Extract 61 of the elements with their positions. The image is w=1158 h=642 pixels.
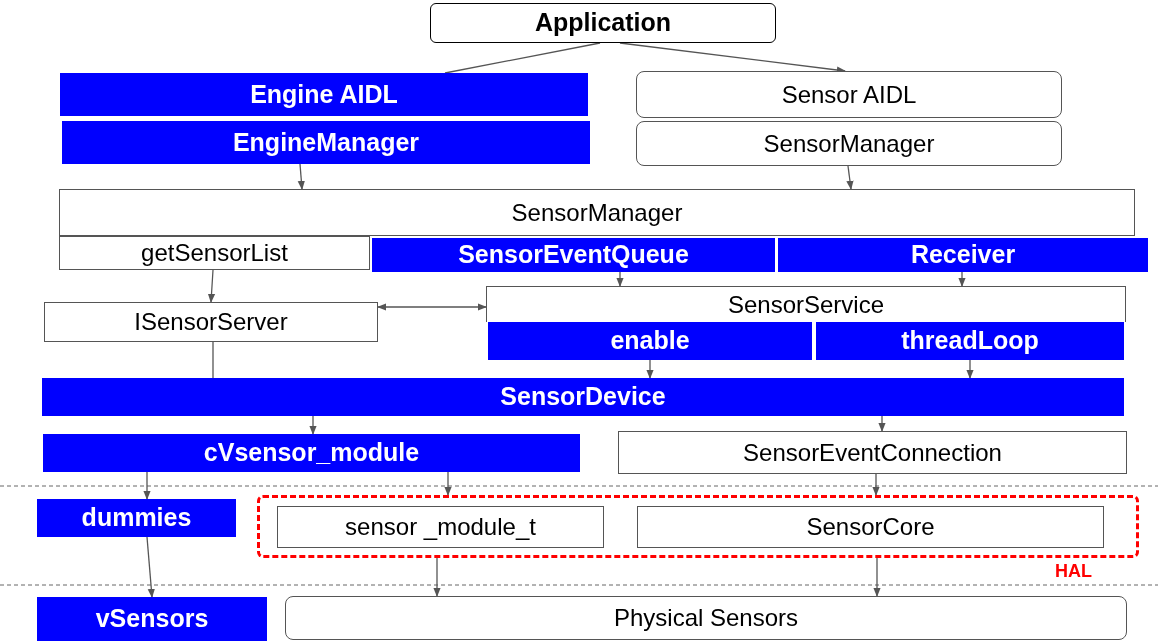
highlighted-box xyxy=(62,121,590,164)
component-box xyxy=(637,506,1104,548)
component-box xyxy=(44,302,378,342)
arrow xyxy=(878,415,886,432)
group-label: HAL xyxy=(1055,560,1092,583)
component-box xyxy=(486,286,1126,322)
highlighted-box xyxy=(43,434,580,472)
box-label: SensorEventQueue xyxy=(458,239,689,271)
box-label: SensorService xyxy=(727,289,885,320)
box-label: Application xyxy=(534,7,672,39)
box-label: SensorManager xyxy=(763,128,935,159)
component-box xyxy=(277,506,604,548)
component-box xyxy=(59,189,1135,236)
box-label: getSensorList xyxy=(141,238,288,268)
component-box xyxy=(618,431,1127,474)
arrow xyxy=(297,163,305,190)
box-label: SensorManager xyxy=(511,197,683,228)
box-label: SensorDevice xyxy=(500,381,666,413)
title-box xyxy=(430,3,776,43)
arrow xyxy=(958,271,966,287)
connector-line xyxy=(212,341,214,379)
highlighted-box xyxy=(372,238,775,272)
highlighted-box xyxy=(778,238,1148,272)
box-label: SensorEventConnection xyxy=(743,437,1002,468)
box-label: SensorCore xyxy=(806,512,935,542)
arrow xyxy=(873,557,881,597)
component-box xyxy=(59,236,370,270)
box-label: ISensorServer xyxy=(134,307,288,337)
rounded-box xyxy=(636,71,1062,118)
box-label: Receiver xyxy=(910,239,1016,271)
arrow xyxy=(143,471,151,500)
box-label: Physical Sensors xyxy=(613,603,799,633)
box-label: Sensor AIDL xyxy=(781,79,917,110)
highlighted-box xyxy=(37,499,236,537)
arrow xyxy=(207,269,216,303)
highlighted-box xyxy=(37,597,267,641)
arrow xyxy=(846,165,854,190)
arrow xyxy=(966,359,974,379)
arrow xyxy=(616,271,624,287)
highlighted-box xyxy=(42,378,1124,416)
box-label: enable xyxy=(610,325,690,357)
box-label: dummies xyxy=(81,502,192,534)
box-label: cVsensor_module xyxy=(203,437,420,469)
box-label: vSensors xyxy=(95,603,209,635)
connector-line xyxy=(444,42,601,74)
rounded-box xyxy=(285,596,1127,640)
arrow xyxy=(146,536,155,598)
box-label: threadLoop xyxy=(901,325,1039,357)
arrow xyxy=(872,473,880,496)
arrow xyxy=(646,359,654,379)
rounded-box xyxy=(636,121,1062,166)
arrow xyxy=(377,303,487,311)
box-label: sensor _module_t xyxy=(345,512,536,542)
arrow xyxy=(309,415,317,435)
highlighted-box xyxy=(816,322,1124,360)
box-label: EngineManager xyxy=(232,126,420,158)
box-label: Engine AIDL xyxy=(250,78,398,110)
highlighted-box xyxy=(60,73,588,116)
arrow xyxy=(433,557,441,597)
highlighted-box xyxy=(488,322,812,360)
arrow xyxy=(444,471,452,496)
